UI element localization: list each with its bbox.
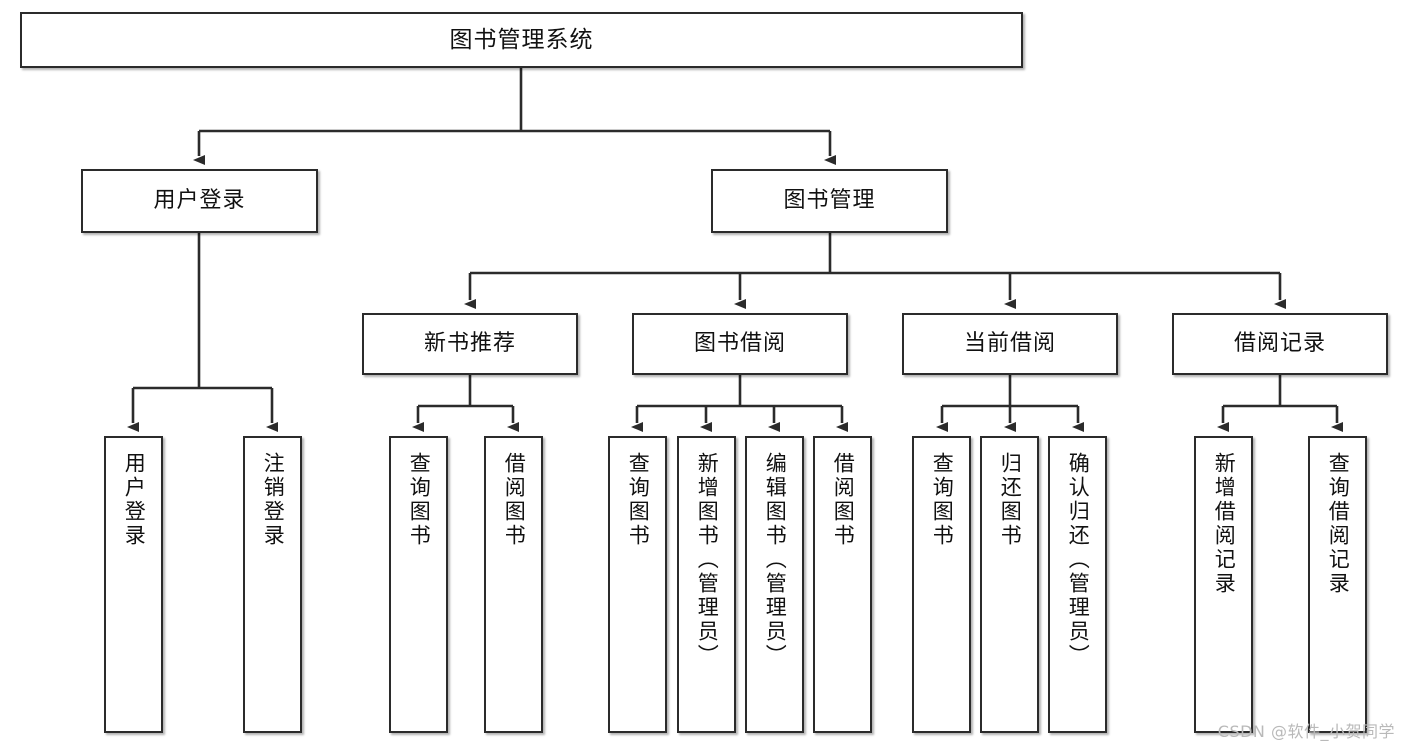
leaf-return-book[interactable]: 归还图书 — [980, 436, 1039, 733]
node-label: 查询图书 — [626, 452, 651, 548]
node-label: 新书推荐 — [423, 331, 516, 357]
node-book-borrow[interactable]: 图书借阅 — [632, 313, 848, 375]
node-label: 借阅图书 — [502, 452, 527, 548]
node-label: 查询图书 — [930, 452, 955, 548]
node-label: 当前借阅 — [963, 331, 1056, 357]
node-label: 确认归还（管理员） — [1066, 452, 1091, 668]
leaf-borrow-book-recommend[interactable]: 借阅图书 — [484, 436, 543, 733]
leaf-logout[interactable]: 注销登录 — [243, 436, 302, 733]
node-label: 图书管理 — [783, 188, 876, 214]
node-root-book-management-system[interactable]: 图书管理系统 — [20, 12, 1023, 68]
node-label: 注销登录 — [261, 452, 286, 548]
leaf-add-borrow-record[interactable]: 新增借阅记录 — [1194, 436, 1253, 733]
leaf-user-login[interactable]: 用户登录 — [104, 436, 163, 733]
leaf-query-borrow-record[interactable]: 查询借阅记录 — [1308, 436, 1367, 733]
node-label: 新增借阅记录 — [1212, 452, 1237, 596]
leaf-add-book-admin[interactable]: 新增图书（管理员） — [677, 436, 736, 733]
node-label: 查询图书 — [407, 452, 432, 548]
node-borrow-record[interactable]: 借阅记录 — [1172, 313, 1388, 375]
node-label: 借阅图书 — [831, 452, 856, 548]
leaf-query-book-borrow[interactable]: 查询图书 — [608, 436, 667, 733]
node-label: 用户登录 — [122, 452, 147, 548]
leaf-borrow-book[interactable]: 借阅图书 — [813, 436, 872, 733]
node-label: 借阅记录 — [1233, 331, 1326, 357]
node-label: 查询借阅记录 — [1326, 452, 1351, 596]
node-label: 图书管理系统 — [449, 26, 594, 53]
node-label: 新增图书（管理员） — [695, 452, 720, 668]
node-new-book-recommend[interactable]: 新书推荐 — [362, 313, 578, 375]
node-current-borrow[interactable]: 当前借阅 — [902, 313, 1118, 375]
node-label: 图书借阅 — [693, 331, 786, 357]
watermark-text: CSDN @软件_小贺同学 — [1217, 722, 1395, 741]
leaf-edit-book-admin[interactable]: 编辑图书（管理员） — [745, 436, 804, 733]
leaf-query-book-recommend[interactable]: 查询图书 — [389, 436, 448, 733]
node-label: 用户登录 — [153, 188, 246, 214]
node-label: 归还图书 — [998, 452, 1023, 548]
node-book-management[interactable]: 图书管理 — [711, 169, 948, 233]
leaf-query-book-current[interactable]: 查询图书 — [912, 436, 971, 733]
node-label: 编辑图书（管理员） — [763, 452, 788, 668]
node-user-login[interactable]: 用户登录 — [81, 169, 318, 233]
leaf-confirm-return-admin[interactable]: 确认归还（管理员） — [1048, 436, 1107, 733]
